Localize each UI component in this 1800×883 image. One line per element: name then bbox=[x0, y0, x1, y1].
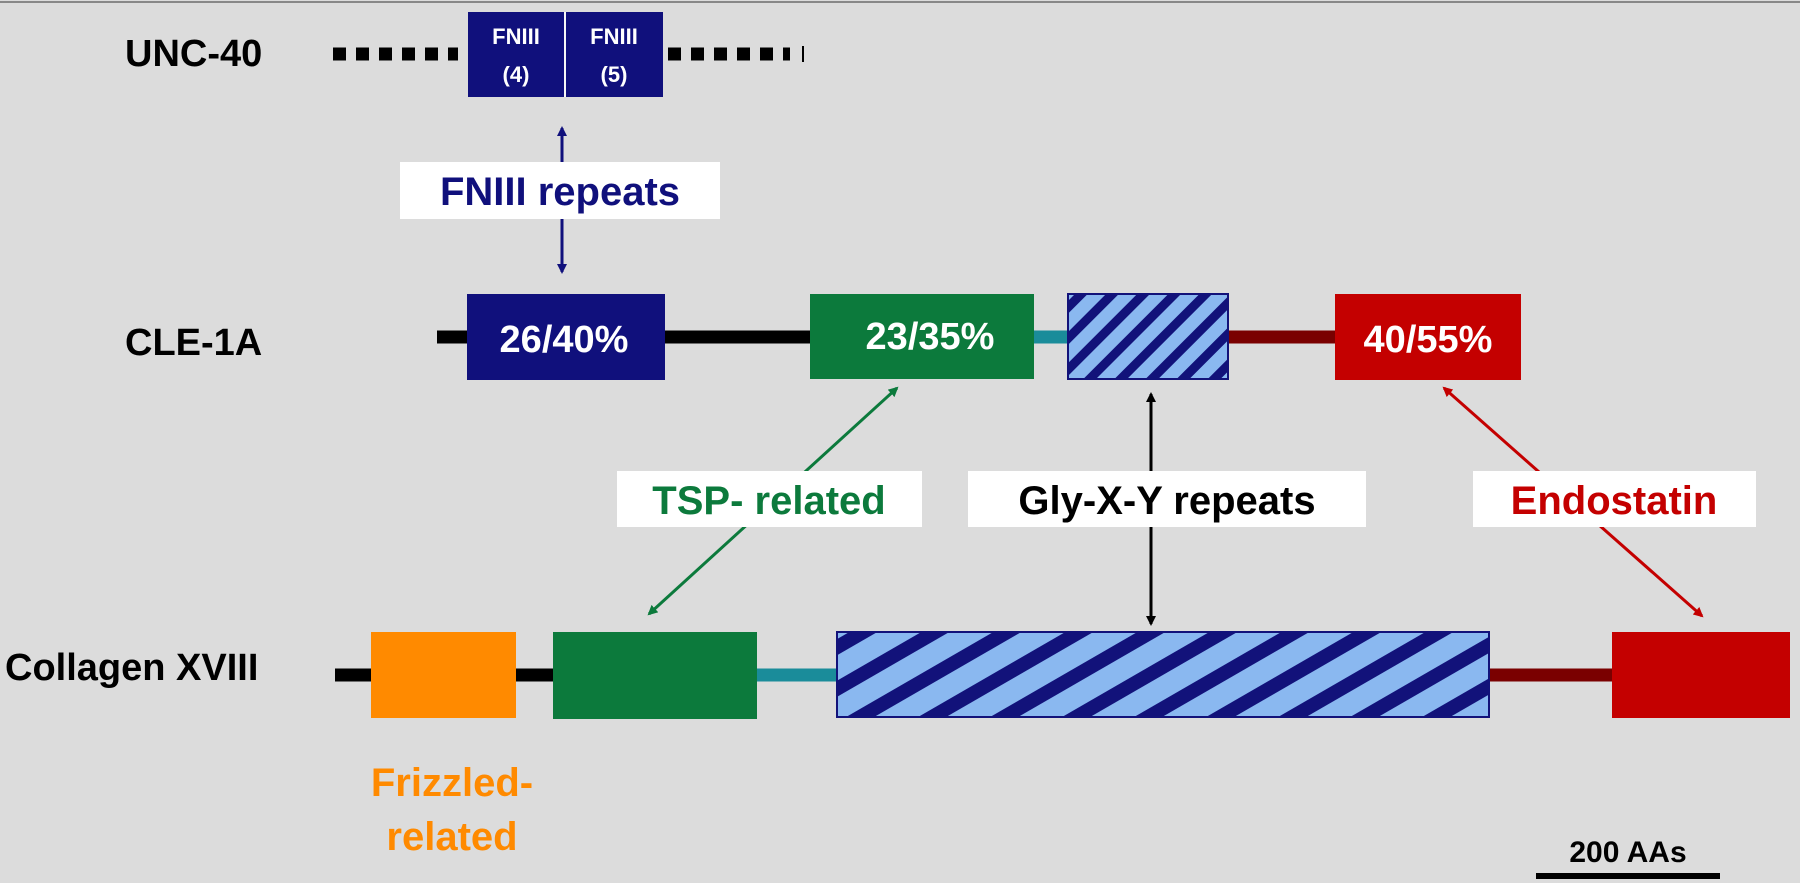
unc40-fn4-name: FNIII bbox=[492, 24, 540, 49]
unc40-fn4-number: (4) bbox=[503, 62, 530, 87]
unc40-fn3-domain-4 bbox=[468, 12, 564, 97]
unc40-fn5-name: FNIII bbox=[590, 24, 638, 49]
cle1a-collagen-repeat-domain bbox=[1067, 293, 1229, 380]
endostatin-label-box bbox=[1473, 471, 1756, 527]
cle1a-fn3-domain bbox=[467, 294, 665, 380]
cle1a-endostatin-domain bbox=[1335, 294, 1521, 380]
collagen-tsp-domain bbox=[553, 632, 757, 719]
collagen-frizzled-domain bbox=[371, 632, 516, 718]
cle1a-fn3-identity: 26/40% bbox=[500, 319, 629, 361]
unc40-label: UNC-40 bbox=[125, 33, 262, 75]
scale-bar-label: 200 AAs bbox=[1569, 836, 1686, 869]
collagen-gly-x-y-domain bbox=[836, 631, 1490, 718]
unc40-fn5-number: (5) bbox=[601, 62, 628, 87]
tsp-label-box bbox=[617, 471, 922, 527]
collagen-xviii-label: Collagen XVIII bbox=[5, 647, 258, 689]
frizzled-label-line1: Frizzled- bbox=[371, 761, 533, 805]
tsp-related-label: TSP- related bbox=[652, 479, 885, 523]
cle1a-tsp-identity: 23/35% bbox=[866, 316, 995, 358]
endostatin-label: Endostatin bbox=[1511, 479, 1718, 523]
gly-label-box bbox=[968, 471, 1366, 527]
cle1a-label: CLE-1A bbox=[125, 322, 262, 364]
cle1a-tsp-domain bbox=[810, 294, 1034, 379]
fn3-label-box bbox=[400, 162, 720, 219]
collagen-endostatin-domain bbox=[1612, 632, 1790, 718]
gly-x-y-repeats-label: Gly-X-Y repeats bbox=[1018, 479, 1315, 523]
fn3-repeats-label: FNIII repeats bbox=[440, 170, 680, 214]
cle1a-endostatin-identity: 40/55% bbox=[1364, 319, 1493, 361]
frizzled-label-line2: related bbox=[386, 815, 517, 859]
unc40-fn3-domain-5 bbox=[566, 12, 663, 97]
